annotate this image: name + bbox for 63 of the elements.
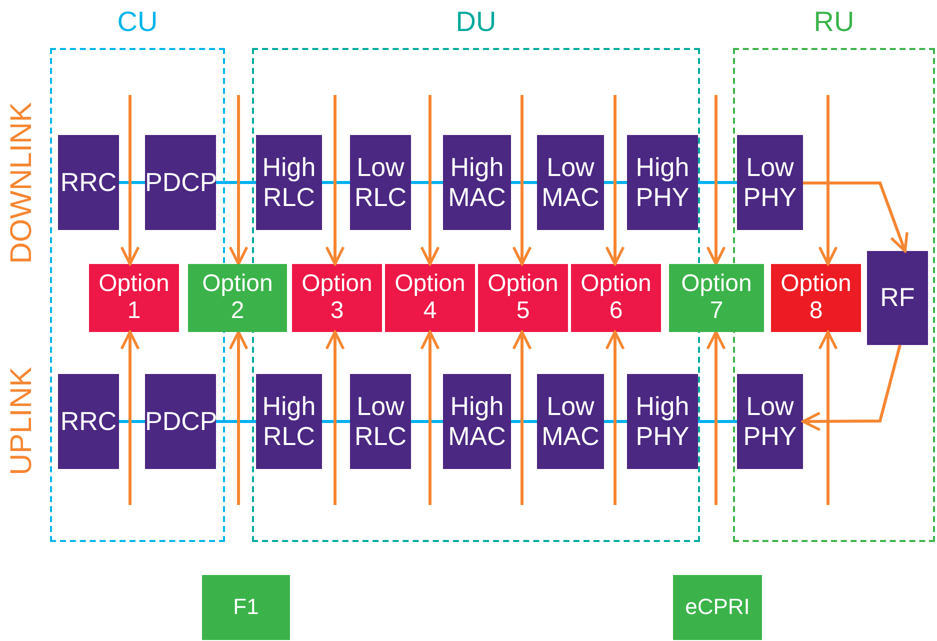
arrow: [228, 95, 248, 266]
arrow: [605, 95, 625, 266]
connector-line: [511, 420, 537, 423]
split-option-box: Option 1: [89, 264, 179, 332]
connector-line: [604, 420, 627, 423]
split-option-box: Option 5: [478, 264, 568, 332]
connector-line: [604, 181, 627, 184]
arrow: [420, 95, 440, 266]
split-option-box: Option 3: [292, 264, 382, 332]
arrow: [228, 330, 248, 505]
split-option-box: Option 8: [771, 264, 861, 332]
arrow: [120, 330, 140, 505]
layer-box: PDCP: [145, 374, 216, 469]
layer-box: F1: [202, 575, 290, 640]
connector-line: [119, 420, 145, 423]
layer-box: RF: [867, 251, 928, 345]
connector-line: [119, 181, 145, 184]
arrow: [802, 344, 902, 432]
connector-line: [216, 181, 256, 184]
layer-box: High RLC: [256, 135, 322, 230]
layer-box: eCPRI: [673, 575, 762, 640]
split-option-box: Option 6: [571, 264, 661, 332]
layer-box: RRC: [58, 135, 119, 230]
arrow: [706, 95, 726, 266]
group-title: RU: [812, 6, 856, 38]
arrow: [325, 330, 345, 505]
layer-box: High MAC: [443, 374, 511, 469]
connector-line: [698, 420, 737, 423]
arrow: [605, 330, 625, 505]
arrow: [512, 330, 532, 505]
group-title: DU: [454, 6, 498, 38]
arrow: [325, 95, 345, 266]
layer-box: Low RLC: [350, 374, 411, 469]
connector-line: [216, 420, 256, 423]
arrow: [120, 95, 140, 266]
arrow: [706, 330, 726, 505]
arrow: [420, 330, 440, 505]
direction-label: DOWNLINK: [4, 102, 39, 264]
layer-box: High PHY: [627, 135, 698, 230]
layer-box: RRC: [58, 374, 119, 469]
connector-line: [411, 181, 443, 184]
split-option-box: Option 2: [188, 264, 287, 332]
layer-box: High MAC: [443, 135, 511, 230]
layer-box: Low RLC: [350, 135, 411, 230]
layer-box: High PHY: [627, 374, 698, 469]
direction-label: UPLINK: [5, 366, 40, 476]
layer-box: High RLC: [256, 374, 322, 469]
layer-box: PDCP: [145, 135, 216, 230]
connector-line: [698, 181, 737, 184]
arrow: [818, 95, 838, 266]
split-option-box: Option 4: [385, 264, 475, 332]
group-title: CU: [116, 6, 159, 38]
connector-line: [411, 420, 443, 423]
connector-line: [322, 181, 350, 184]
connector-line: [322, 420, 350, 423]
connector-line: [511, 181, 537, 184]
layer-box: Low PHY: [737, 374, 803, 469]
split-option-box: Option 7: [669, 264, 764, 332]
arrow: [818, 330, 838, 505]
arrow: [803, 182, 908, 252]
layer-box: Low MAC: [537, 135, 604, 230]
layer-box: Low PHY: [737, 135, 803, 230]
layer-box: Low MAC: [537, 374, 604, 469]
